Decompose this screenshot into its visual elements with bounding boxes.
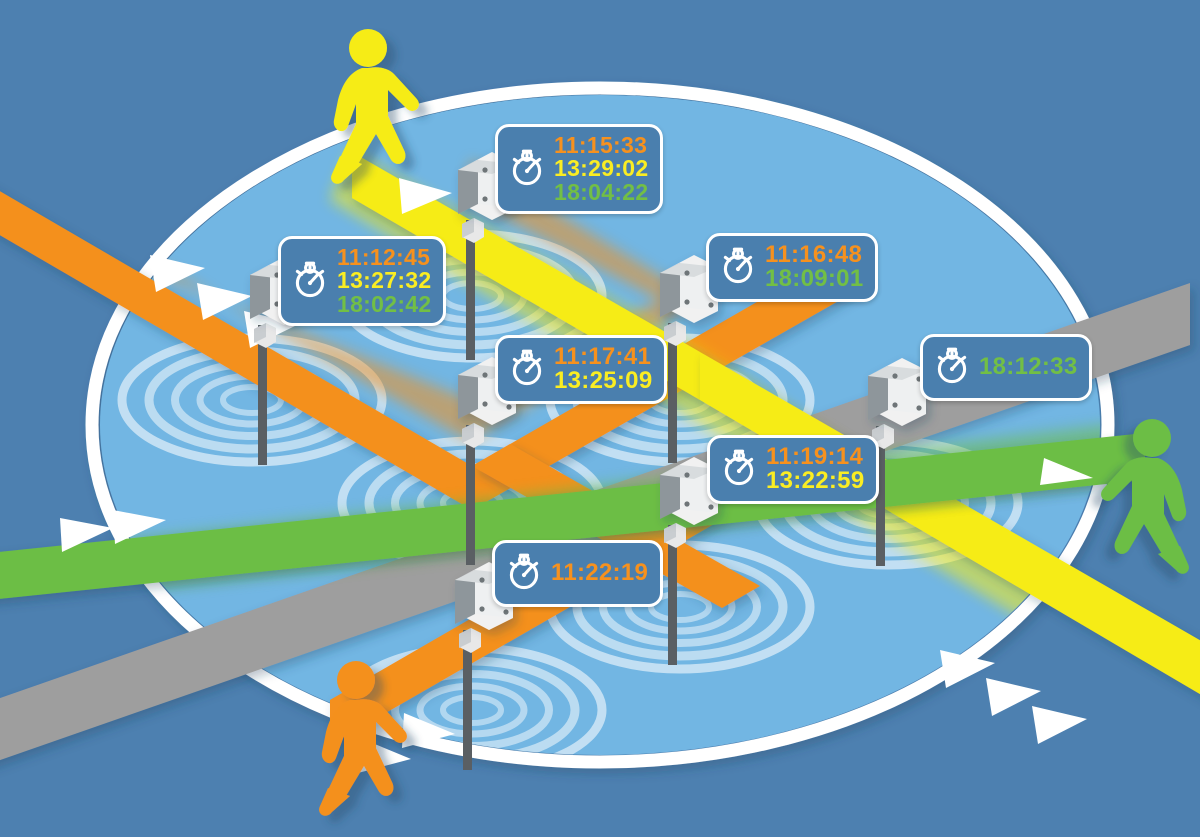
pole-small-box (459, 628, 481, 653)
pole-small-box (462, 218, 484, 243)
timestamp-value: 13:25:09 (554, 367, 653, 395)
sensor-poles (250, 152, 926, 770)
pole-mast (463, 630, 472, 770)
pole-small-box (664, 523, 686, 548)
timestamp-value: 13:27:32 (337, 267, 432, 294)
stopwatch-icon (718, 244, 765, 291)
stopwatch-icon (504, 550, 551, 597)
pole-small-box (664, 321, 686, 346)
timestamp-value: 13:22:59 (766, 467, 865, 495)
sensor-box (660, 457, 718, 525)
timestamp-value: 11:15:33 (554, 132, 648, 158)
timestamp-list: 18:12:33 (979, 353, 1078, 381)
timestamp-value: 18:02:42 (337, 290, 432, 317)
timestamp-badge[interactable]: 11:22:19 (492, 540, 664, 607)
timestamp-value: 18:09:01 (765, 265, 864, 293)
timestamp-value: 13:29:02 (554, 155, 649, 182)
sensor-pole-5 (868, 358, 926, 566)
sensor-pole-3 (660, 255, 718, 463)
timestamp-value: 11:19:14 (766, 443, 864, 470)
stopwatch-icon (507, 146, 554, 193)
pedestrian-yellow (331, 29, 419, 184)
pole-mast (466, 425, 475, 565)
stopwatch-icon (932, 344, 979, 391)
timestamp-value: 11:22:19 (551, 559, 649, 587)
pedestrian-green (1101, 419, 1189, 574)
route-green-arrows (60, 458, 1093, 552)
sensor-box (868, 358, 926, 426)
pole-mast (668, 323, 677, 463)
plaza-ring (85, 81, 1115, 769)
timestamp-value: 11:17:41 (554, 343, 652, 370)
pedestrian-orange (319, 661, 407, 816)
stopwatch-icon (719, 446, 766, 493)
pole-mast (668, 525, 677, 665)
route-orange-seg-a (0, 191, 472, 510)
timestamp-value: 11:16:48 (765, 241, 863, 268)
route-orange-arrows (150, 255, 455, 773)
sensor-box (660, 255, 718, 323)
pole-mast (466, 220, 475, 360)
pole-mast (876, 426, 885, 566)
pole-mast (258, 325, 267, 465)
pole-small-box (462, 423, 484, 448)
timestamp-value: 18:04:22 (554, 178, 649, 205)
route-yellow-arrows (399, 178, 1087, 744)
timestamp-value: 11:12:45 (337, 244, 431, 270)
timestamp-list: 11:22:19 (551, 559, 649, 587)
stopwatch-icon (290, 258, 337, 305)
timestamp-value: 18:12:33 (979, 353, 1078, 381)
sensor-pole-6 (660, 457, 718, 665)
timestamp-badge[interactable]: 18:12:33 (920, 334, 1093, 401)
pole-small-box (254, 323, 276, 348)
stopwatch-icon (507, 346, 554, 393)
